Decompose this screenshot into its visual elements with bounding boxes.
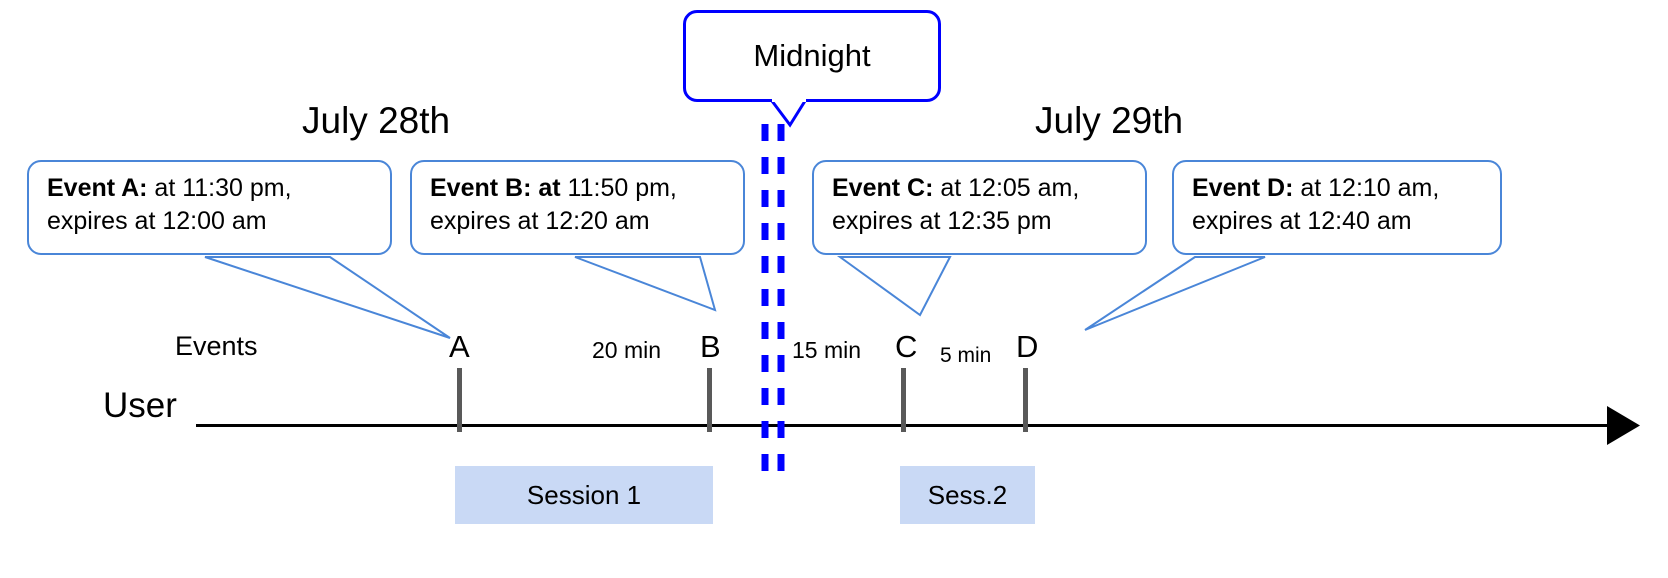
callout-event-c-line1: at 12:05 am, — [933, 174, 1080, 202]
interval-label-c-d: 5 min — [940, 344, 992, 367]
timeline-arrowhead — [1607, 406, 1640, 445]
event-letter-d: D — [1016, 329, 1039, 364]
leader-line-event-d — [1084, 256, 1266, 331]
callout-event-a-line2: expires at 12:00 am — [47, 207, 267, 235]
callout-event-c-line2: expires at 12:35 pm — [832, 207, 1052, 235]
user-row-label: User — [103, 386, 177, 425]
callout-event-c: Event C: at 12:05 am, expires at 12:35 p… — [812, 160, 1147, 255]
leader-line-event-c — [836, 256, 952, 317]
session-block-2: Sess.2 — [900, 466, 1035, 524]
callout-event-d-line1: at 12:10 am, — [1293, 174, 1440, 202]
leader-line-event-b — [574, 256, 717, 312]
callout-event-d: Event D: at 12:10 am, expires at 12:40 a… — [1172, 160, 1502, 255]
interval-label-b-c: 15 min — [792, 337, 862, 363]
callout-event-a-line1: at 11:30 pm, — [147, 174, 292, 202]
session-block-2-label: Sess.2 — [927, 479, 1008, 510]
callout-event-b-line2: expires at 12:20 am — [430, 207, 650, 235]
date-header-july-28: July 28th — [302, 100, 451, 141]
session-block-1-label: Session 1 — [526, 479, 642, 510]
callout-event-b-title: Event B: at — [430, 174, 561, 202]
callout-event-b-line1: 11:50 pm, — [560, 174, 677, 202]
midnight-callout: Midnight — [683, 10, 941, 102]
tick-event-d — [1023, 368, 1028, 432]
leader-line-event-a — [204, 256, 451, 339]
midnight-label: Midnight — [753, 38, 871, 73]
session-block-1: Session 1 — [455, 466, 713, 524]
tick-event-a — [457, 368, 462, 432]
callout-event-d-title: Event D: — [1192, 174, 1294, 202]
callout-event-a-title: Event A: — [47, 174, 148, 202]
callout-event-c-title: Event C: — [832, 174, 934, 202]
event-letter-a: A — [449, 329, 470, 364]
tick-event-b — [707, 368, 712, 432]
interval-label-a-b: 20 min — [592, 337, 662, 363]
event-letter-b: B — [700, 329, 721, 364]
events-row-label: Events — [175, 331, 258, 361]
callout-event-b: Event B: at 11:50 pm, expires at 12:20 a… — [410, 160, 745, 255]
event-letter-c: C — [895, 329, 918, 364]
callout-event-d-line2: expires at 12:40 am — [1192, 207, 1412, 235]
date-header-july-29: July 29th — [1035, 100, 1184, 141]
tick-event-c — [901, 368, 906, 432]
callout-event-a: Event A: at 11:30 pm, expires at 12:00 a… — [27, 160, 392, 255]
